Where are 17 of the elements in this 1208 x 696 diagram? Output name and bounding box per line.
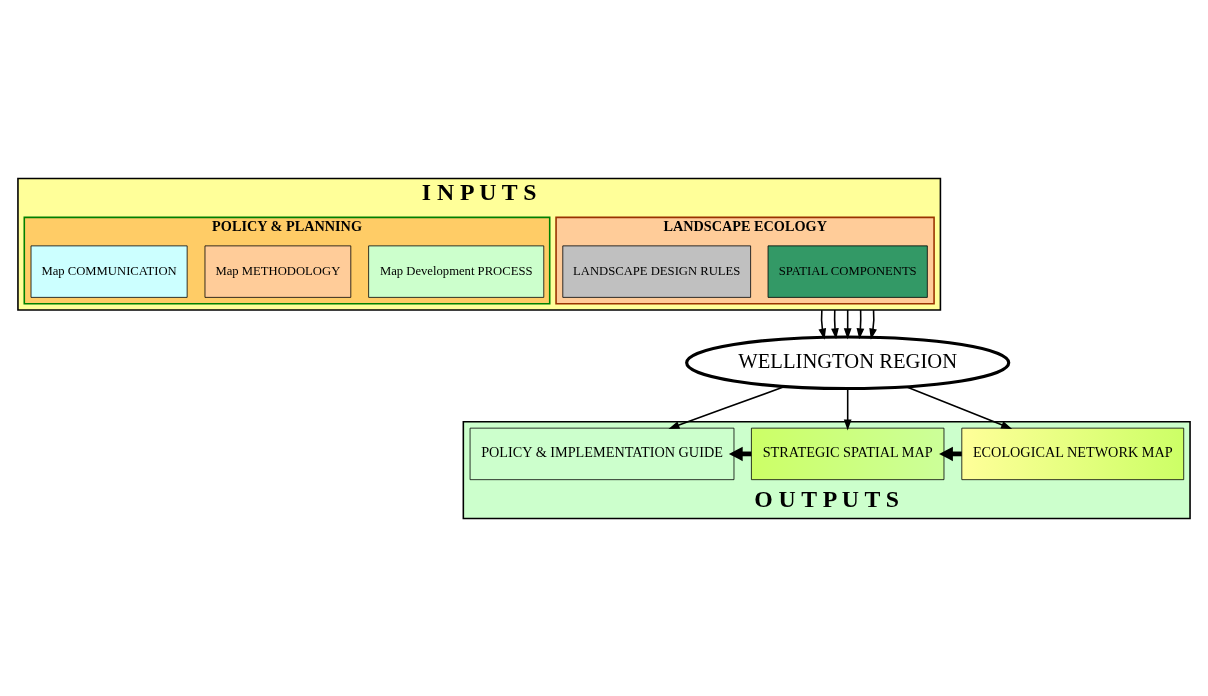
node-box: Map Development PROCESS bbox=[368, 244, 545, 298]
node-box: STRATEGIC SPATIAL MAP bbox=[751, 427, 945, 480]
node-box: LANDSCAPE DESIGN RULES bbox=[562, 244, 751, 298]
node-box: Map METHODOLOGY bbox=[204, 244, 352, 298]
arrow bbox=[843, 387, 852, 430]
node-box: SPATIAL COMPONENTS bbox=[767, 244, 928, 298]
node-box: POLICY & IMPLEMENTATION GUIDE bbox=[469, 427, 735, 480]
arrow bbox=[856, 308, 865, 339]
arrow bbox=[843, 308, 852, 339]
arrow bbox=[905, 385, 1013, 429]
arrow bbox=[831, 308, 839, 339]
node-ellipse: WELLINGTON REGION bbox=[685, 334, 1011, 390]
arrow bbox=[668, 385, 786, 429]
arrow bbox=[869, 308, 877, 340]
node-box: ECOLOGICAL NETWORK MAP bbox=[961, 427, 1185, 480]
node-box: Map COMMUNICATION bbox=[30, 244, 188, 298]
arrow bbox=[818, 308, 827, 340]
